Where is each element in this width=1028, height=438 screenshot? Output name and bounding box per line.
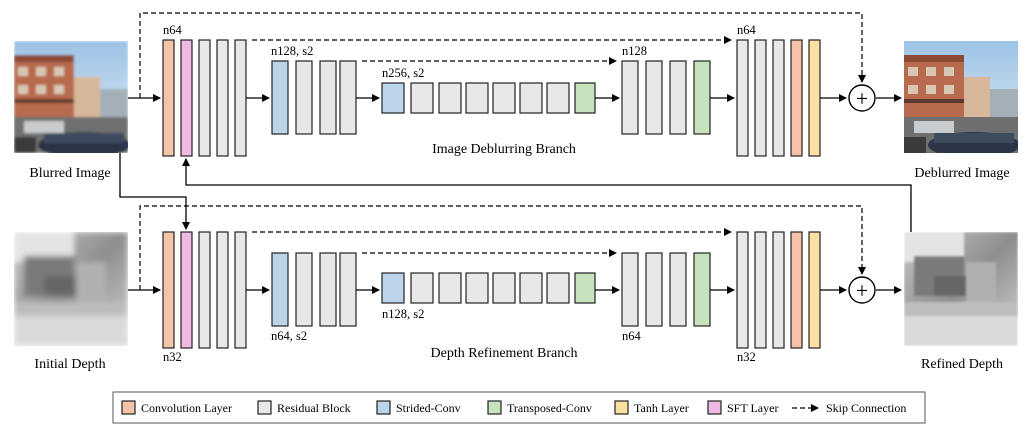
deblur-branch: n64 n128, s2 n256, s2 n128 n64 Image Deb… <box>162 23 821 157</box>
depth-strided-conv <box>271 252 289 327</box>
blurred-image <box>14 41 128 153</box>
legend-swatch-strided <box>376 400 391 415</box>
legend-label-strided: Strided-Conv <box>396 401 461 415</box>
depth-label-enc3: n128, s2 <box>382 307 424 321</box>
legend-swatch-tanh <box>614 400 629 415</box>
legend-label-skip: Skip Connection <box>826 401 906 415</box>
deblur-residual-block <box>754 39 767 157</box>
deblur-transposed-conv <box>693 60 711 135</box>
deblur-label-enc1: n64 <box>163 23 183 37</box>
deblur-residual-block <box>295 60 313 135</box>
depth-tanh-layer <box>808 231 821 349</box>
depth-residual-block <box>772 231 785 349</box>
deblur-residual-block <box>736 39 749 157</box>
legend-swatch-sft <box>707 400 722 415</box>
legend-label-conv: Convolution Layer <box>141 401 232 415</box>
deblur-conv-layer <box>790 39 803 157</box>
legend-label-residual: Residual Block <box>277 401 351 415</box>
depth-transposed-conv <box>693 252 711 327</box>
depth-sft-layer <box>180 231 193 349</box>
depth-residual-block <box>621 252 639 327</box>
deblur-branch-title: Image Deblurring Branch <box>432 142 576 157</box>
blurred-image-caption: Blurred Image <box>29 166 110 181</box>
deblur-transposed-conv <box>574 82 596 114</box>
depth-residual-block <box>645 252 663 327</box>
depth-residual-block <box>410 272 434 304</box>
depth-branch-title: Depth Refinement Branch <box>431 346 578 361</box>
depth-residual-block <box>754 231 767 349</box>
legend-label-sft: SFT Layer <box>727 401 778 415</box>
deblur-residual-block <box>621 60 639 135</box>
connections <box>119 12 912 294</box>
depth-strided-conv <box>381 272 405 304</box>
depth-residual-block <box>736 231 749 349</box>
legend-swatch-residual <box>257 400 272 415</box>
depth-conv-layer <box>790 231 803 349</box>
deblur-residual-block <box>465 82 489 114</box>
depth-residual-block <box>465 272 489 304</box>
depth-label-enc1: n32 <box>163 350 182 364</box>
depth-residual-block <box>492 272 516 304</box>
deblur-residual-block <box>669 60 687 135</box>
deblur-residual-block <box>339 60 357 135</box>
deblur-label-dec1: n64 <box>737 23 757 37</box>
depth-label-dec1: n32 <box>737 350 756 364</box>
depth-branch: n32 n64, s2 n128, s2 n64 n32 Depth Refin… <box>162 231 821 364</box>
legend-label-transposed: Transposed-Conv <box>507 401 592 415</box>
deblur-residual-block <box>519 82 543 114</box>
deblur-strided-conv <box>271 60 289 135</box>
legend: Convolution Layer Residual Block Strided… <box>112 391 926 424</box>
deblur-label-dec2: n128 <box>622 44 647 58</box>
sum-icon: + <box>856 86 868 111</box>
deblur-label-enc3: n256, s2 <box>382 66 424 80</box>
depth-conv-layer <box>162 231 175 349</box>
deblurred-image-caption: Deblurred Image <box>914 166 1009 181</box>
deblur-conv-layer <box>162 39 175 157</box>
depth-sum-node: + <box>848 276 876 304</box>
depth-transposed-conv <box>574 272 596 304</box>
deblur-residual-block <box>216 39 229 157</box>
deblur-residual-block <box>410 82 434 114</box>
legend-swatch-conv <box>121 400 136 415</box>
initial-depth-image <box>14 232 128 346</box>
depth-residual-block <box>669 252 687 327</box>
deblur-sft-layer <box>180 39 193 157</box>
deblur-tanh-layer <box>808 39 821 157</box>
deblur-residual-block <box>319 60 337 135</box>
sum-icon: + <box>856 278 868 303</box>
depth-residual-block <box>339 252 357 327</box>
refined-depth-caption: Refined Depth <box>921 357 1003 372</box>
deblur-residual-block <box>546 82 570 114</box>
depth-residual-block <box>216 231 229 349</box>
deblur-sum-node: + <box>848 84 876 112</box>
legend-label-tanh: Tanh Layer <box>634 401 689 415</box>
depth-residual-block <box>546 272 570 304</box>
deblur-residual-block <box>198 39 211 157</box>
deblur-residual-block <box>492 82 516 114</box>
depth-residual-block <box>319 252 337 327</box>
depth-residual-block <box>234 231 247 349</box>
deblur-strided-conv <box>381 82 405 114</box>
legend-swatch-transposed <box>487 400 502 415</box>
deblur-residual-block <box>234 39 247 157</box>
deblurred-image <box>904 41 1018 153</box>
initial-depth-caption: Initial Depth <box>34 357 105 372</box>
depth-residual-block <box>198 231 211 349</box>
depth-label-enc2: n64, s2 <box>271 329 307 343</box>
depth-residual-block <box>519 272 543 304</box>
deblur-residual-block <box>438 82 462 114</box>
deblur-label-enc2: n128, s2 <box>271 44 313 58</box>
deblur-residual-block <box>772 39 785 157</box>
refined-depth-image <box>904 232 1018 346</box>
depth-residual-block <box>438 272 462 304</box>
depth-label-dec2: n64 <box>622 329 642 343</box>
deblur-residual-block <box>645 60 663 135</box>
depth-residual-block <box>295 252 313 327</box>
